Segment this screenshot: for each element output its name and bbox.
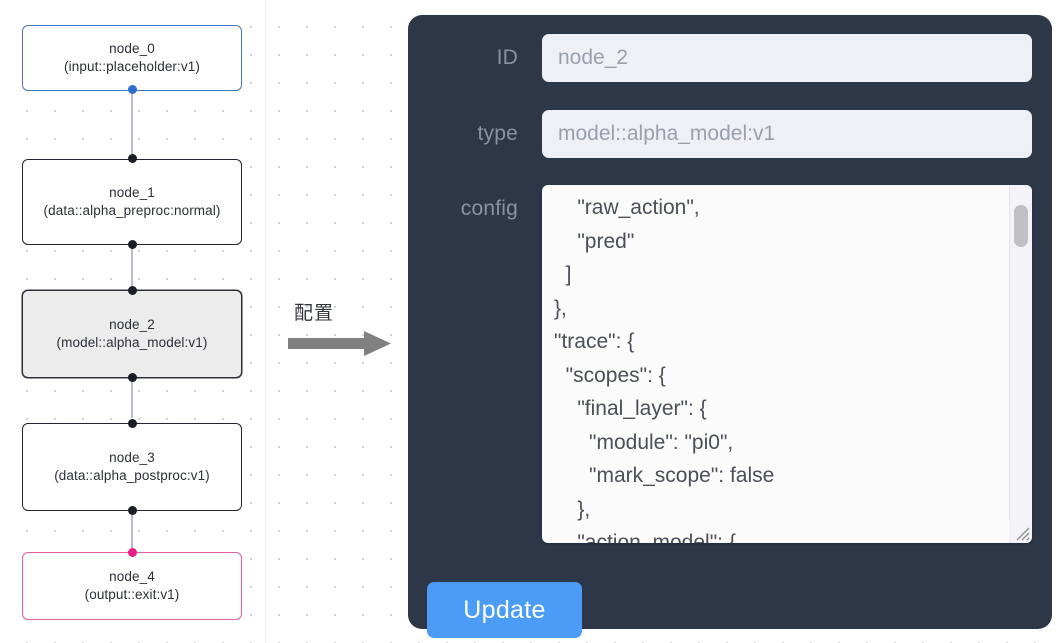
node-subtitle: (data::alpha_preproc:normal) <box>43 203 221 218</box>
graph-node-node_2[interactable]: node_2 (model::alpha_model:v1) <box>22 290 242 378</box>
node-title: node_0 <box>109 40 155 56</box>
edge-node2-node3 <box>131 374 133 418</box>
edge-node0-node1 <box>131 88 133 160</box>
canvas-region-divider <box>265 0 266 643</box>
field-row-id: ID <box>408 34 1052 82</box>
type-field-label: type <box>477 122 518 145</box>
node-port-node_1-output[interactable] <box>127 240 137 249</box>
node-title: node_3 <box>109 449 155 465</box>
field-row-config: config <box>408 185 1052 543</box>
config-scrollbar[interactable] <box>1009 185 1032 543</box>
id-input[interactable] <box>542 34 1032 82</box>
node-port-node_3-input[interactable] <box>127 419 137 428</box>
node-port-node_1-input[interactable] <box>127 154 137 163</box>
node-subtitle: (output::exit:v1) <box>84 587 180 602</box>
arrow-right-icon <box>288 330 392 363</box>
node-port-node_2-input[interactable] <box>127 286 137 295</box>
node-subtitle: (data::alpha_postproc:v1) <box>54 468 210 483</box>
node-inspector-panel: ID type config Update <box>408 15 1052 638</box>
flow-label: 配置 <box>294 302 335 324</box>
field-row-type: type <box>408 110 1052 158</box>
edge-node1-node2 <box>131 244 133 294</box>
node-subtitle: (input::placeholder:v1) <box>64 59 200 74</box>
type-input[interactable] <box>542 110 1032 158</box>
node-title: node_4 <box>109 568 155 584</box>
node-port-node_3-output[interactable] <box>127 506 137 515</box>
node-port-node_4-input[interactable] <box>127 548 137 557</box>
update-button[interactable]: Update <box>427 582 582 638</box>
config-scrollbar-thumb[interactable] <box>1014 205 1028 247</box>
node-subtitle: (model::alpha_model:v1) <box>56 335 208 350</box>
id-field-label: ID <box>496 46 518 69</box>
graph-node-node_0[interactable]: node_0 (input::placeholder:v1) <box>22 25 242 91</box>
node-title: node_2 <box>109 316 155 332</box>
node-port-node_0-output[interactable] <box>127 85 137 94</box>
node-port-node_2-output[interactable] <box>127 373 137 382</box>
resize-handle-icon[interactable] <box>1009 520 1031 542</box>
config-field-label: config <box>460 197 518 220</box>
graph-node-node_3[interactable]: node_3 (data::alpha_postproc:v1) <box>22 423 242 511</box>
graph-node-node_4[interactable]: node_4 (output::exit:v1) <box>22 552 242 620</box>
edge-node3-node4 <box>131 510 133 552</box>
graph-node-node_1[interactable]: node_1 (data::alpha_preproc:normal) <box>22 159 242 245</box>
config-textarea[interactable] <box>542 185 997 543</box>
node-title: node_1 <box>109 184 155 200</box>
config-editor[interactable] <box>542 185 1032 543</box>
